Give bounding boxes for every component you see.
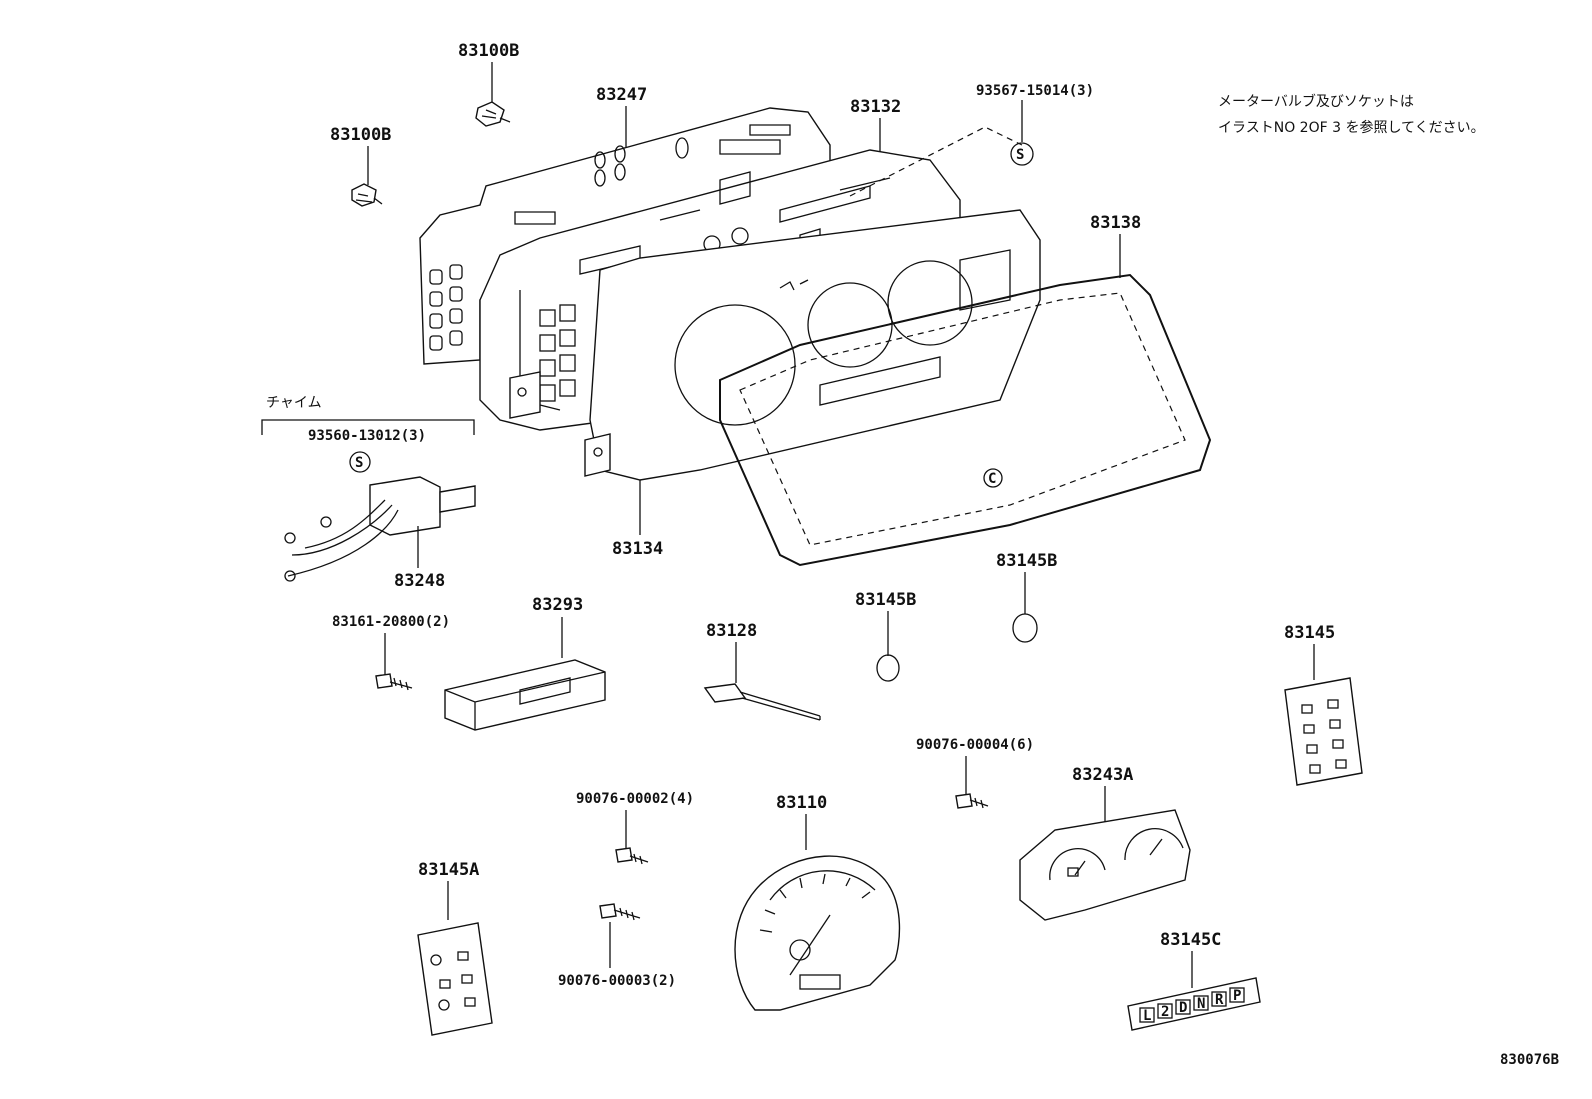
shift-letter-n: N — [1197, 996, 1205, 1012]
shift-letters: L 2 D N R P — [1139, 987, 1245, 1024]
label-83145c: 83145C — [1160, 930, 1221, 950]
label-83128: 83128 — [706, 621, 757, 641]
label-83134: 83134 — [612, 539, 663, 559]
label-83110: 83110 — [776, 793, 827, 813]
note-line-2: イラストNO 2OF 3 を参照してください。 — [1218, 119, 1485, 136]
label-83145: 83145 — [1284, 623, 1335, 643]
label-83100b-top: 83100B — [458, 41, 519, 61]
module-83293[interactable]: 83293 — [444, 595, 606, 731]
screw-90076-00003[interactable]: 90076-00003(2) — [558, 903, 676, 989]
label-83100b-left: 83100B — [330, 125, 391, 145]
figure-id: 830076B — [1500, 1052, 1559, 1068]
label-83145b-right: 83145B — [996, 551, 1057, 571]
label-90076-00004: 90076-00004(6) — [916, 737, 1034, 753]
dial-plate-83134[interactable]: 83134 — [584, 209, 1041, 559]
probe-83128[interactable]: 83128 — [703, 621, 821, 721]
shift-letter-r: R — [1215, 992, 1224, 1008]
bulb-83100b-left[interactable]: 83100B — [330, 125, 391, 207]
indicator-plate-83145a[interactable]: 83145A — [417, 860, 493, 1036]
screw-83161[interactable]: 83161-20800(2) — [332, 614, 450, 691]
bulb-83145b-right[interactable]: 83145B — [996, 551, 1057, 643]
bulb-83100b-top[interactable]: 83100B — [458, 41, 519, 127]
shift-letter-d: D — [1179, 1000, 1187, 1016]
label-90076-00002: 90076-00002(4) — [576, 791, 694, 807]
chime-assembly[interactable]: チャイム 93560-13012(3) S 83248 — [261, 395, 476, 591]
shift-letter-p: P — [1233, 988, 1241, 1004]
label-83138: 83138 — [1090, 213, 1141, 233]
shift-letter-2: 2 — [1161, 1004, 1169, 1020]
label-90076-00003: 90076-00003(2) — [558, 973, 676, 989]
chime-label: チャイム — [266, 395, 322, 411]
screw-93567[interactable]: 93567-15014(3) S — [976, 83, 1094, 166]
label-93567: 93567-15014(3) — [976, 83, 1094, 99]
label-83248: 83248 — [394, 571, 445, 591]
s-mark-93560: S — [355, 455, 363, 471]
label-93560: 93560-13012(3) — [308, 428, 426, 444]
gauge-83243a[interactable]: 83243A — [1019, 765, 1191, 921]
label-83247: 83247 — [596, 85, 647, 105]
bulb-83145b-mid[interactable]: 83145B — [855, 590, 916, 682]
label-83132: 83132 — [850, 97, 901, 117]
label-83293: 83293 — [532, 595, 583, 615]
label-83161: 83161-20800(2) — [332, 614, 450, 630]
screw-90076-00004[interactable]: 90076-00004(6) — [916, 737, 1034, 809]
s-mark-93567: S — [1016, 147, 1024, 163]
speedometer-83110[interactable]: 83110 — [734, 793, 901, 1011]
screw-90076-00002[interactable]: 90076-00002(4) — [576, 791, 694, 865]
indicator-plate-83145[interactable]: 83145 — [1284, 623, 1363, 786]
glass-83138[interactable]: 83138 C — [719, 213, 1212, 567]
label-83145a: 83145A — [418, 860, 479, 880]
label-83145b-mid: 83145B — [855, 590, 916, 610]
note-line-1: メーターバルブ及びソケットは — [1218, 93, 1414, 110]
shift-letter-l: L — [1143, 1008, 1151, 1024]
label-83243a: 83243A — [1072, 765, 1133, 785]
c-mark: C — [988, 471, 996, 487]
shift-indicator-83145c[interactable]: 83145C L 2 D N R P — [1127, 930, 1261, 1031]
